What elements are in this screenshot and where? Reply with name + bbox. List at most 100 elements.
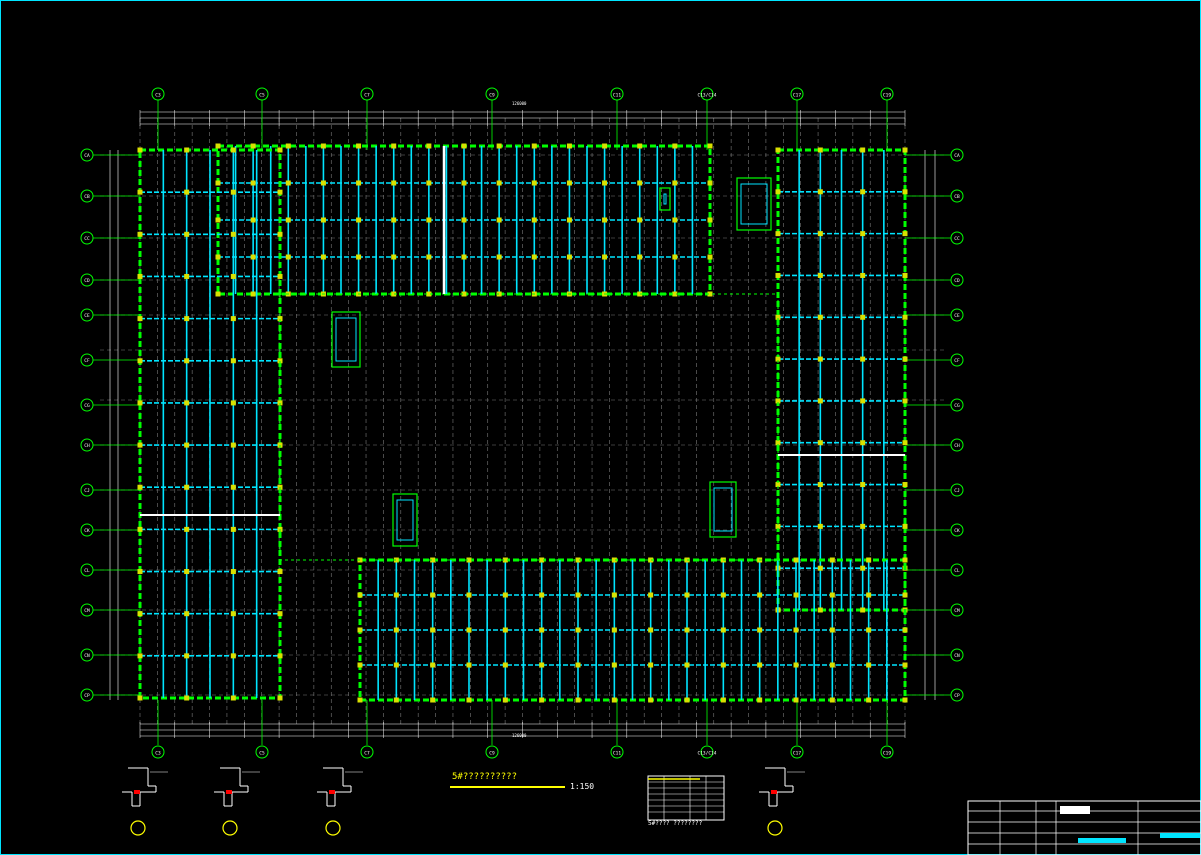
axis-label-bottom: C7: [364, 751, 370, 757]
column-marker: [230, 358, 236, 364]
axis-label-left: CE: [84, 313, 90, 319]
column-marker: [137, 484, 143, 490]
axis-bubble-bottom: [700, 745, 714, 759]
column-marker: [137, 569, 143, 575]
detail-bubble: [130, 820, 146, 836]
axis-label-bottom: C13/C14: [698, 751, 717, 757]
column-marker: [357, 697, 363, 703]
axis-bubble-bottom: [255, 745, 269, 759]
column-marker: [393, 697, 399, 703]
column-marker: [637, 291, 643, 297]
axis-label-right: CP: [954, 693, 960, 699]
column-marker: [757, 592, 763, 598]
axis-label-right: CF: [954, 358, 960, 364]
axis-label-bottom: C17: [793, 751, 801, 757]
column-marker: [648, 662, 654, 668]
axis-label-top: C3: [155, 93, 161, 99]
column-marker: [684, 592, 690, 598]
column-marker: [230, 442, 236, 448]
column-marker: [391, 254, 397, 260]
column-marker: [277, 273, 283, 279]
axis-label-top: C5: [259, 93, 265, 99]
column-marker: [496, 254, 502, 260]
column-marker: [648, 557, 654, 563]
axis-label-top: C19: [883, 93, 891, 99]
column-marker: [531, 217, 537, 223]
column-marker: [137, 273, 143, 279]
column-marker: [320, 180, 326, 186]
column-marker: [902, 592, 908, 598]
column-marker: [184, 273, 190, 279]
column-marker: [793, 662, 799, 668]
dim-bottom-total: 126000: [512, 733, 527, 738]
column-marker: [426, 254, 432, 260]
column-marker: [393, 627, 399, 633]
axis-label-right: CH: [954, 443, 960, 449]
column-marker: [430, 627, 436, 633]
axis-label-top: C13/C14: [698, 93, 717, 99]
column-marker: [672, 143, 678, 149]
stair-core-box: [736, 177, 772, 231]
axis-bubble-top: [255, 87, 269, 101]
column-marker: [817, 231, 823, 237]
column-marker: [426, 291, 432, 297]
column-marker: [672, 180, 678, 186]
column-marker: [356, 254, 362, 260]
title-block-logo: [1060, 806, 1090, 814]
column-marker: [860, 314, 866, 320]
column-marker: [860, 607, 866, 613]
column-marker: [356, 143, 362, 149]
column-marker: [866, 592, 872, 598]
column-marker: [277, 569, 283, 575]
column-marker: [137, 526, 143, 532]
column-marker: [356, 217, 362, 223]
column-marker: [277, 611, 283, 617]
column-marker: [672, 291, 678, 297]
column-marker: [184, 611, 190, 617]
column-marker: [902, 398, 908, 404]
column-marker: [230, 316, 236, 322]
column-marker: [230, 400, 236, 406]
column-marker: [539, 557, 545, 563]
axis-label-right: CL: [954, 568, 960, 574]
column-marker: [902, 557, 908, 563]
axis-label-top: C9: [489, 93, 495, 99]
column-marker: [707, 217, 713, 223]
column-marker: [137, 611, 143, 617]
column-marker: [184, 442, 190, 448]
table-caption: 5#???? ????????: [648, 820, 703, 827]
column-marker: [250, 291, 256, 297]
column-marker: [775, 231, 781, 237]
column-marker: [215, 180, 221, 186]
column-marker: [684, 662, 690, 668]
column-marker: [393, 662, 399, 668]
column-marker: [902, 482, 908, 488]
column-marker: [285, 254, 291, 260]
column-marker: [393, 592, 399, 598]
column-marker: [539, 592, 545, 598]
column-marker: [230, 189, 236, 195]
column-marker: [720, 592, 726, 598]
column-marker: [277, 358, 283, 364]
column-marker: [575, 697, 581, 703]
stair-core-inner: [396, 499, 414, 541]
column-marker: [250, 143, 256, 149]
column-marker: [817, 272, 823, 278]
axis-label-right: CK: [954, 528, 960, 534]
axis-label-left: CP: [84, 693, 90, 699]
column-marker: [356, 180, 362, 186]
detail-bubble: [767, 820, 783, 836]
column-marker: [539, 662, 545, 668]
column-marker: [502, 697, 508, 703]
column-marker: [285, 217, 291, 223]
column-marker: [648, 592, 654, 598]
column-marker: [184, 231, 190, 237]
column-marker: [829, 662, 835, 668]
column-marker: [566, 254, 572, 260]
column-marker: [230, 611, 236, 617]
column-marker: [496, 217, 502, 223]
column-marker: [720, 662, 726, 668]
column-marker: [684, 697, 690, 703]
axis-label-bottom: C9: [489, 751, 495, 757]
